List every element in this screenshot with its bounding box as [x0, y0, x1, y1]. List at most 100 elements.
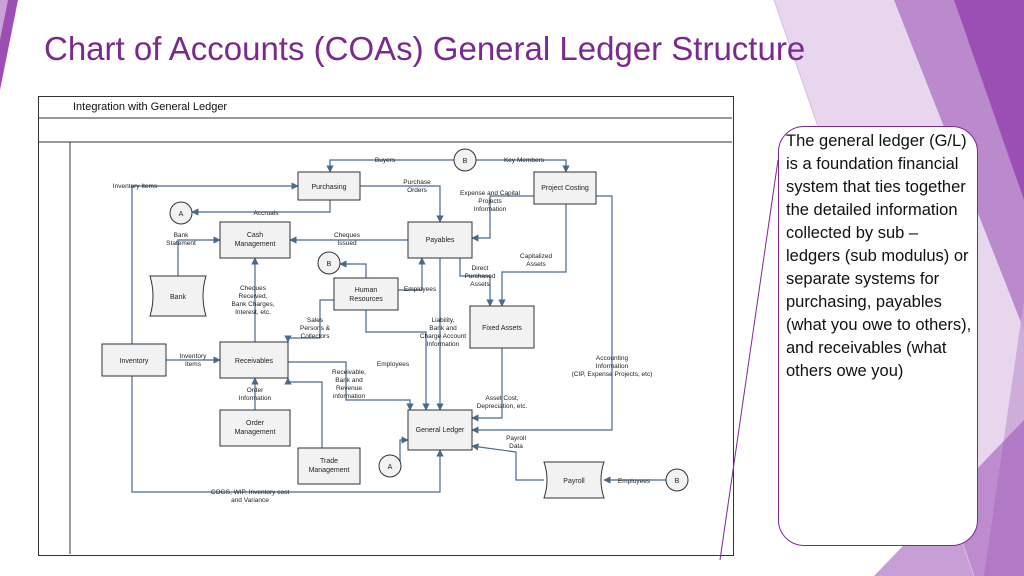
bank-shape [149, 275, 207, 317]
connector-a-left-label: A [179, 211, 184, 218]
payroll-shape [543, 461, 605, 499]
label-liability-1: Liability, [431, 317, 454, 324]
receivables-box [219, 341, 289, 379]
label-bank-statement-1: Bank [174, 232, 190, 239]
fixed-assets-label: Fixed Assets [482, 325, 522, 332]
connector-b-right-label: B [675, 478, 680, 485]
flow-purchase-orders [360, 185, 444, 223]
label-employees-payroll: Employees [618, 478, 651, 485]
flow-accounting-info [471, 195, 613, 434]
label-receivable-bank-1: Receivable, [332, 369, 366, 376]
label-bank-statement-2: Statement [166, 240, 196, 247]
label-capitalized-assets-2: Assets [526, 261, 546, 268]
connector-b-mid-label: B [327, 261, 332, 268]
label-employees-gl: Employees [377, 361, 410, 368]
label-order-information-1: Order [247, 387, 264, 394]
cash-management-box [219, 221, 291, 259]
label-inventory-items-top: Inventory Items [113, 183, 158, 190]
purchasing-label: Purchasing [311, 184, 346, 191]
general-ledger-box [407, 409, 473, 451]
label-cogs-2: and Variance [231, 497, 269, 504]
flow-direct-purchased [459, 258, 494, 307]
flow-hr-to-b [339, 260, 367, 278]
fixed-assets-box [469, 305, 535, 349]
label-liability-4: Information [427, 341, 460, 348]
diagram-frame: Integration with General Ledger [38, 96, 734, 556]
trade-management-label-2: Management [309, 467, 350, 474]
left-accent-shapes [0, 0, 18, 90]
label-asset-cost-1: Asset Cost, [485, 395, 518, 402]
label-cheques-received-1: Cheques [240, 285, 267, 292]
connector-b-right [665, 468, 689, 492]
flow-asset-cost [471, 348, 503, 422]
order-management-label-1: Order [246, 420, 265, 427]
label-sales-persons-3: Collectors [301, 333, 331, 340]
order-management-box [219, 409, 291, 447]
connector-a-bottom [378, 454, 402, 478]
label-expense-capital-1: Expense and Capital [460, 190, 521, 197]
connector-b-top [453, 148, 477, 172]
flow-buyers [326, 159, 454, 173]
general-ledger-label: General Ledger [416, 427, 465, 434]
flow-inventory-items-top [131, 182, 299, 344]
label-direct-purchased-2: Purchased [464, 273, 495, 280]
flow-expense-capital [471, 195, 534, 242]
label-liability-2: Bank and [429, 325, 457, 332]
label-accounting-info-2: Information [596, 363, 629, 370]
label-inventory-items-mid-1: Inventory [180, 353, 207, 360]
flow-a-to-gl [399, 436, 409, 466]
payables-label: Payables [426, 237, 455, 244]
label-buyers: Buyers [375, 157, 396, 164]
project-costing-box [533, 171, 597, 205]
label-accounting-info-1: Accounting [596, 355, 629, 362]
order-management-label-2: Management [235, 429, 276, 436]
frame-title: Integration with General Ledger [73, 101, 228, 113]
label-receivable-bank-3: Revenue [336, 385, 362, 392]
payables-box [407, 221, 473, 259]
bank-label: Bank [170, 294, 186, 301]
label-cogs-1: COGS, WIP, Inventory cost [211, 489, 289, 496]
label-receivable-bank-2: Bank and [335, 377, 363, 384]
flow-trade-management [284, 377, 323, 448]
label-payroll-data-2: Data [509, 443, 523, 450]
label-capitalized-assets-1: Capitalized [520, 253, 553, 260]
connector-b-mid [317, 251, 341, 275]
human-resources-box [333, 277, 399, 311]
label-sales-persons-2: Persons & [300, 325, 331, 332]
connector-a-bottom-label: A [388, 464, 393, 471]
connector-a-left [169, 201, 193, 225]
label-cheques-issued-2: Issued [337, 240, 357, 247]
label-expense-capital-3: Information [474, 206, 507, 213]
label-accruals: Accruals [254, 210, 280, 217]
receivables-label: Receivables [235, 358, 274, 365]
flow-employees-hr [398, 257, 426, 291]
connector-b-top-label: B [463, 158, 468, 165]
label-sales-persons-1: Sales [307, 317, 324, 324]
label-asset-cost-2: Depreciation, etc. [477, 403, 528, 410]
label-accounting-info-3: (CIP, Expense Projects, etc) [572, 371, 653, 378]
label-key-members: Key Members [504, 157, 545, 164]
label-direct-purchased-1: Direct [472, 265, 489, 272]
flow-sales-persons [284, 299, 334, 343]
cash-management-label-2: Management [235, 241, 276, 248]
project-costing-label: Project Costing [541, 185, 589, 192]
human-resources-label-1: Human [355, 287, 378, 294]
label-direct-purchased-3: Assets [470, 281, 490, 288]
label-cheques-issued-1: Cheques [334, 232, 361, 239]
flow-payroll-data [471, 443, 544, 481]
flow-receivable-bank [288, 361, 414, 411]
label-employees-hr: Employees [404, 286, 437, 293]
flow-capitalized-assets [498, 204, 567, 307]
trade-management-label-1: Trade [320, 458, 338, 465]
label-purchase-orders-2: Orders [407, 187, 428, 194]
payroll-label: Payroll [563, 478, 585, 485]
label-expense-capital-2: Projects [478, 198, 502, 205]
flow-cogs [131, 376, 444, 493]
label-order-information-2: Information [239, 395, 272, 402]
label-liability-3: Charge Account [420, 333, 466, 340]
flow-employees-gl [365, 310, 430, 411]
trade-management-box [297, 447, 361, 485]
flow-accruals [191, 200, 331, 216]
callout-bubble [778, 126, 978, 546]
